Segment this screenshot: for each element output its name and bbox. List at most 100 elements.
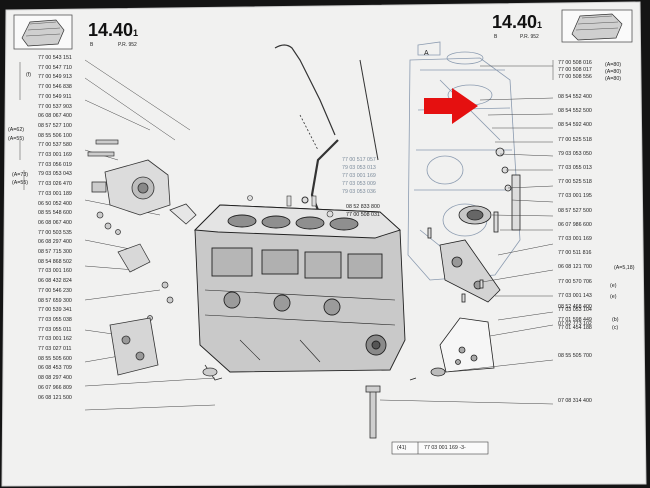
- part-number: 77 03 053 009: [342, 181, 376, 188]
- part-number: 77 03 001 160: [38, 268, 72, 275]
- suffix-alez-2: (A=80): [605, 69, 622, 75]
- part-number: 77 00 503 535: [38, 229, 72, 236]
- part-number: 77 00 537 580: [38, 142, 72, 149]
- part-number: 77 03 026 470: [38, 181, 72, 188]
- part-number: 77 00 547 710: [38, 64, 72, 71]
- prefix-a62: (A=62): [8, 127, 25, 133]
- part-number: 08 57 527 100: [38, 122, 72, 129]
- part-number: 06 07 966 809: [38, 384, 72, 391]
- mini-block-thumbnail-right: [561, 9, 633, 43]
- part-number: 08 52 468 400: [558, 304, 592, 310]
- center-studs: [247, 195, 334, 218]
- part-number: 08 54 592 400: [558, 122, 592, 129]
- part-number: 77 00 546 838: [38, 84, 72, 91]
- annotation-ref-note: (A=5,18): [614, 265, 635, 271]
- prefix-a55: (A=55): [8, 136, 25, 142]
- section-number-right: 14.401: [492, 12, 543, 32]
- part-number: 06 08 453 709: [38, 365, 72, 372]
- part-number: 06 07 986 600: [558, 221, 592, 228]
- part-number: 77 03 001 169: [38, 152, 72, 158]
- part-number: 77 00 511 816: [558, 250, 592, 257]
- engine-block: [193, 204, 406, 373]
- red-highlight-arrow: [424, 88, 478, 124]
- long-bolt: [365, 385, 381, 439]
- page-ref-left: P.R. 952: [118, 42, 137, 48]
- part-number: 06 50 052 400: [38, 200, 72, 207]
- part-number: 08 55 506 100: [38, 132, 72, 139]
- part-number: 77 01 598 449: [558, 317, 592, 323]
- part-number: 08 54 552 400: [558, 94, 592, 100]
- part-number: 08 55 548 600: [38, 210, 72, 217]
- part-number: 77 00 546 230: [38, 287, 72, 294]
- part-number: 77 03 001 143: [558, 292, 592, 299]
- part-number: 08 57 527 500: [558, 207, 592, 214]
- part-number: 06 08 121 500: [38, 394, 72, 401]
- part-number: 06 08 067 400: [38, 113, 72, 120]
- suffix-e1: (e): [610, 283, 617, 289]
- part-number: 77 03 001 162: [38, 336, 72, 343]
- part-number: 77 03 001 189: [38, 190, 72, 197]
- left-bolts: [87, 139, 174, 321]
- part-number: 77 00 525 518: [558, 136, 592, 143]
- part-number: 06 08 121 700: [558, 264, 592, 271]
- bottom-ref-box: [391, 441, 489, 455]
- part-number: 77 00 570 706: [558, 278, 592, 285]
- suffix-alez-1: (A=80): [605, 62, 622, 68]
- part-number: 07 08 314 400: [558, 398, 592, 404]
- suffix-alez-3: (A=80): [605, 76, 622, 82]
- part-number: 77 03 001 169: [558, 236, 592, 242]
- part-number: 77 03 001 169: [342, 173, 376, 180]
- part-number: 08 57 659 300: [38, 297, 72, 304]
- page-ref-right: P.R. 952: [520, 34, 539, 40]
- part-number: 77 00 525 518: [558, 179, 592, 186]
- part-number: 77 03 056 019: [38, 161, 72, 168]
- part-number: 77 01 454 188: [558, 325, 592, 331]
- annotation-a: A: [424, 50, 429, 57]
- section-number-left: 14.401: [88, 20, 139, 40]
- part-number: 06 08 432 824: [38, 278, 72, 285]
- part-number: 08 54 552 500: [558, 108, 592, 115]
- part-number: 77 03 053 104: [558, 307, 592, 313]
- right-parts: [409, 147, 521, 381]
- mini-block-thumbnail-left: [13, 14, 73, 50]
- part-number: 08 57 715 300: [38, 249, 72, 255]
- part-number: 77 03 027 011: [38, 346, 72, 352]
- part-number: 79 03 053 050: [558, 150, 592, 157]
- part-number: 77 00 517 057: [342, 157, 376, 163]
- part-number: 08 54 868 502: [38, 258, 72, 265]
- part-number: 77 00 549 911: [38, 93, 72, 100]
- suffix-e2: (e): [610, 294, 617, 300]
- part-number: 06 08 067 400: [38, 219, 72, 226]
- prefix-f: (f): [26, 72, 31, 78]
- model-letter-right: B: [494, 34, 498, 40]
- suffix-c: (c): [612, 325, 619, 331]
- part-number: 79 03 053 036: [342, 189, 376, 196]
- part-number: 08 52 833 800: [346, 204, 380, 210]
- part-number: 08 55 505 600: [38, 355, 72, 362]
- rear-cover-plate: [91, 159, 197, 225]
- bottom-ref-code: 77 03 001 169 -3-: [424, 445, 466, 451]
- part-number: 79 03 053 043: [38, 171, 72, 178]
- part-number: 77 03 001 195: [558, 193, 592, 200]
- part-number: 77 00 543 151: [38, 55, 72, 61]
- part-number: 77 00 549 913: [38, 74, 72, 81]
- part-number: 77 00 537 903: [38, 103, 72, 110]
- part-number: 77 03 055 038: [38, 316, 72, 323]
- model-letter-left: B: [90, 42, 94, 48]
- part-number: 77 00 539 341: [38, 307, 72, 314]
- part-number: 06 08 297 400: [38, 239, 72, 246]
- part-number: 79 03 053 013: [342, 165, 376, 172]
- part-number: 07 02 773 102: [558, 321, 592, 328]
- filter-support: [109, 317, 223, 381]
- part-number: 77 03 055 011: [38, 326, 72, 333]
- part-number: 77 00 508 016: [558, 60, 592, 66]
- prefix-a73: (A=73): [12, 172, 29, 178]
- prefix-a55-2: (A=55): [12, 180, 29, 186]
- right-list-leaders: [379, 60, 554, 405]
- suffix-b: (b): [612, 317, 619, 323]
- part-number: 08 55 505 700: [558, 353, 592, 359]
- bottom-ref-index: (41): [397, 445, 407, 451]
- part-number: 08 08 297 400: [38, 375, 72, 382]
